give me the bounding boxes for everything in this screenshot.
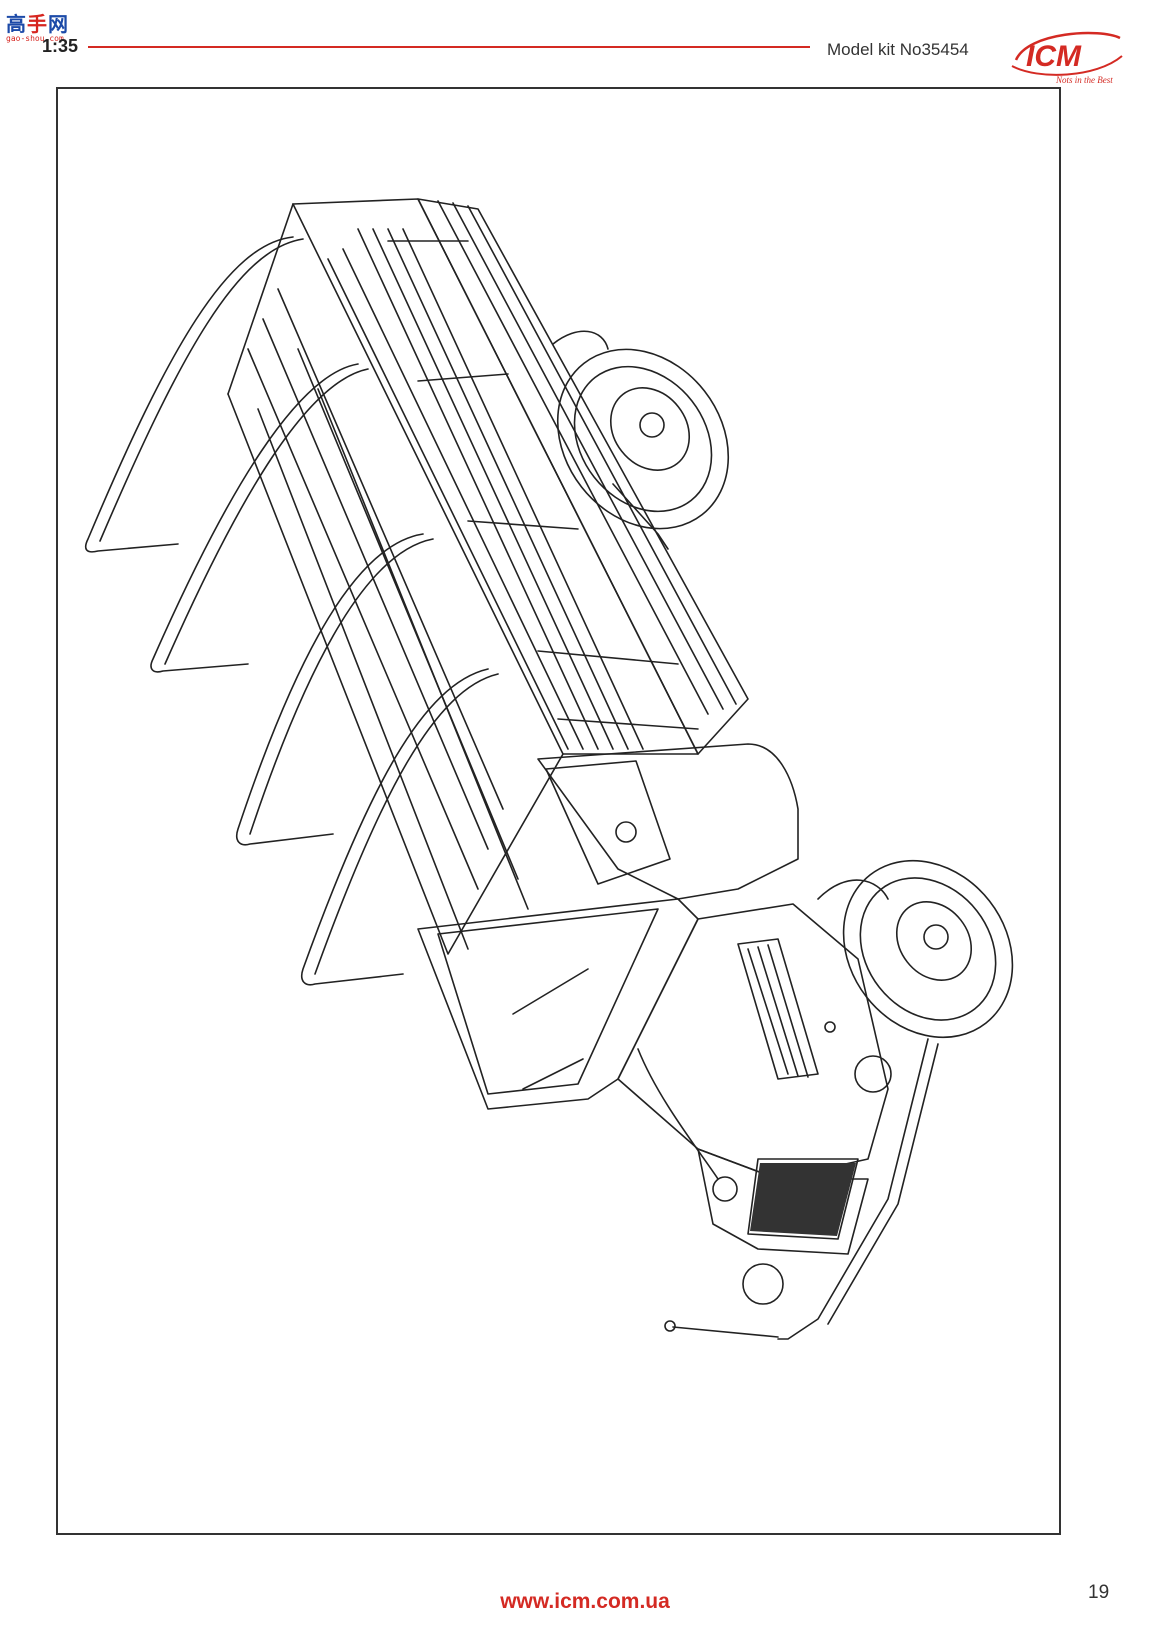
canopy-hoops <box>84 236 499 986</box>
front-wheel <box>817 859 1014 1039</box>
watermark-glyphs: 高手网 <box>6 12 69 36</box>
logo-slogan: Nots in the Best <box>1055 75 1113 85</box>
hood <box>617 903 889 1180</box>
cargo-bed <box>227 198 749 955</box>
truck-line-drawing <box>84 198 1014 1340</box>
grille-fill <box>750 1163 856 1236</box>
cab <box>417 743 799 1110</box>
kit-number: Model kit No35454 <box>827 40 969 59</box>
scale-label: 1:35 <box>42 36 79 56</box>
headlights-bumper <box>664 1021 939 1340</box>
icm-logo: ICM Nots in the Best <box>1011 31 1123 85</box>
watermark-url: gao-shou.com <box>6 34 64 43</box>
page-number: 19 <box>1088 1582 1110 1603</box>
watermark-logo: 高手网 gao-shou.com <box>6 8 76 43</box>
website-link[interactable]: www.icm.com.ua <box>500 1590 670 1613</box>
header-rule <box>88 46 810 48</box>
drawing-frame <box>56 87 1061 1535</box>
logo-brand: ICM <box>1026 40 1082 73</box>
rear-wheel <box>552 330 730 550</box>
